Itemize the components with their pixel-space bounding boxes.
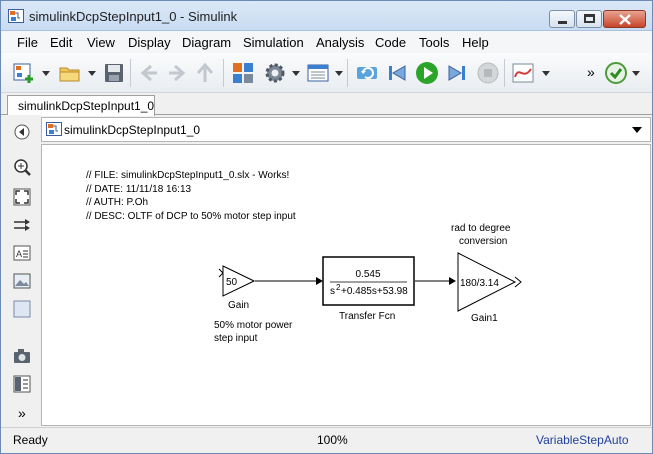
close-icon [619,14,631,25]
library-browser-icon[interactable] [231,61,255,85]
check-dropdown-icon[interactable] [632,71,640,76]
maximize-button[interactable] [576,10,602,28]
transfer-fcn-denominator-rest: +0.485s+53.98 [341,286,408,297]
scope-dropdown-icon[interactable] [542,71,550,76]
signal-lines [255,277,456,285]
svg-text:A: A [16,249,22,259]
annotation-line: // AUTH: P.Oh [86,197,149,208]
route-lines-icon[interactable] [13,216,31,234]
forward-arrow-icon[interactable] [165,61,189,85]
run-icon[interactable] [415,61,439,85]
gain1-block-note[interactable]: conversion [459,236,508,247]
annotation-line: // DATE: 11/11/18 16:13 [86,183,192,195]
chevron-down-icon[interactable] [632,127,642,133]
breadcrumb-label: simulinkDcpStepInput1_0 [64,123,201,137]
gain-block-name[interactable]: Gain [228,300,250,311]
hide-explorer-icon[interactable] [13,123,31,141]
image-icon[interactable] [13,272,31,290]
open-dropdown-icon[interactable] [88,71,96,76]
menu-edit[interactable]: Edit [50,35,73,50]
area-icon[interactable] [13,300,31,318]
fit-to-view-icon[interactable] [13,188,31,206]
arrowhead-icon [449,277,456,285]
simulink-model-icon [8,9,24,23]
toolbar-overflow-button[interactable]: » [587,64,595,80]
menu-file[interactable]: File [17,35,38,50]
menu-diagram[interactable]: Diagram [182,35,232,50]
transfer-fcn-block[interactable]: 0.545 s 2 +0.485s+53.98 [322,256,417,308]
tab-model[interactable]: simulinkDcpStepInput1_0 [7,95,155,116]
menu-help[interactable]: Help [462,35,489,50]
gain1-block-name[interactable]: Gain1 [471,313,498,324]
check-icon[interactable] [604,61,628,85]
toolbar-separator [504,59,505,87]
gear-icon[interactable] [263,61,287,85]
simulink-model-icon [46,122,62,136]
transfer-fcn-denominator-exp: 2 [336,283,341,292]
model-annotation[interactable]: // FILE: simulinkDcpStepInput1_0.slx - W… [86,169,296,223]
back-arrow-icon[interactable] [137,61,161,85]
gain1-block[interactable]: 180/3.14 [455,251,527,313]
gain1-block-value: 180/3.14 [460,278,499,289]
settings-dropdown-icon[interactable] [292,71,300,76]
open-folder-icon[interactable] [58,61,82,85]
menu-analysis[interactable]: Analysis [316,35,365,50]
status-bar: Ready 100% VariableStepAuto [1,427,652,453]
palette-more-button[interactable]: » [18,405,26,421]
property-inspector-icon[interactable] [13,375,31,393]
step-forward-icon[interactable] [445,61,469,85]
stop-icon[interactable] [476,61,500,85]
transfer-fcn-numerator: 0.545 [355,269,380,280]
gain-block-value: 50 [226,277,238,288]
new-model-icon[interactable] [12,61,36,85]
model-explorer-icon[interactable] [306,61,330,85]
up-arrow-icon[interactable] [193,61,217,85]
step-back-icon[interactable] [385,61,409,85]
annotation-line: // DESC: OLTF of DCP to 50% motor step i… [86,210,296,222]
toolbar-separator [223,59,224,87]
window-title: simulinkDcpStepInput1_0 - Simulink [29,9,238,24]
new-model-dropdown-icon[interactable] [42,71,50,76]
minimize-button[interactable] [549,10,575,28]
menu-code[interactable]: Code [375,35,407,50]
transfer-fcn-block-name[interactable]: Transfer Fcn [339,311,396,322]
maximize-icon [584,14,595,23]
update-diagram-icon[interactable] [355,61,379,85]
zoom-icon[interactable] [13,158,31,176]
gain1-block-note[interactable]: rad to degree [451,223,511,234]
minimize-icon [558,21,567,24]
close-button[interactable] [603,10,646,28]
menu-tools[interactable]: Tools [419,35,450,50]
solver-link[interactable]: VariableStepAuto [536,433,629,447]
menu-view[interactable]: View [87,35,115,50]
transfer-fcn-denominator-s: s [330,286,335,297]
save-icon[interactable] [102,61,126,85]
toolbar-separator [130,59,131,87]
scope-icon[interactable] [511,61,535,85]
toolbar-separator [347,59,348,87]
breadcrumb[interactable]: simulinkDcpStepInput1_0 [41,117,651,142]
annotation-icon[interactable]: A [13,244,31,262]
status-text: Ready [13,433,48,447]
menu-bar: File Edit View Display Diagram Simulatio… [1,31,652,53]
gain-block-note[interactable]: 50% motor power [214,320,293,331]
menu-display[interactable]: Display [128,35,171,50]
zoom-level: 100% [317,433,348,447]
tab-strip: simulinkDcpStepInput1_0 [1,93,652,116]
explorer-dropdown-icon[interactable] [335,71,343,76]
gain-block-note[interactable]: step input [214,333,258,344]
arrowhead-icon [316,277,323,285]
title-bar: simulinkDcpStepInput1_0 - Simulink [1,1,652,31]
block-palette: A » [1,115,41,425]
gain-block[interactable]: 50 [218,264,258,298]
menu-simulation[interactable]: Simulation [243,35,304,50]
toolbar: » [1,53,652,93]
camera-icon[interactable] [13,347,31,365]
annotation-line: // FILE: simulinkDcpStepInput1_0.slx - W… [86,170,290,181]
model-canvas[interactable]: // FILE: simulinkDcpStepInput1_0.slx - W… [41,144,651,426]
